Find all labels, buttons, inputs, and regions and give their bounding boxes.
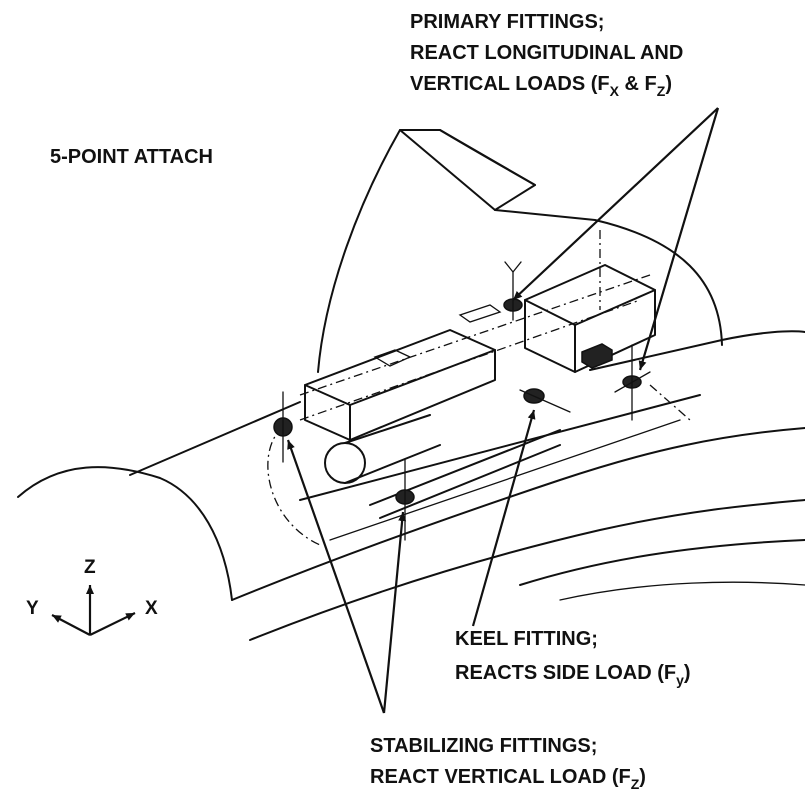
primary-fitting-1-arrow [504,261,522,274]
orbiter-structure [17,129,805,641]
centreline-4 [649,384,691,421]
y-axis-arrow [51,614,91,636]
body-line-1 [231,427,805,601]
tail-fin-top [399,129,536,211]
x-axis-label: X [145,598,158,619]
stabilizing-close: ) [639,766,646,788]
stabilizing-line-2: REACT VERTICAL LOAD (FZ) [370,766,646,792]
keel-leader [471,409,536,627]
small-fitting-box-2 [458,304,502,323]
stabilizing-line-2-prefix: REACT VERTICAL LOAD (F [370,766,631,788]
tail-fin-edge [439,129,536,186]
forward-bulkhead [17,466,233,601]
payload-cylinder-body [344,414,441,484]
small-fitting-box-1 [373,349,412,367]
y-axis-label: Y [26,598,39,619]
primary-fittings-label: PRIMARY FITTINGS; REACT LONGITUDINAL AND… [410,11,683,99]
stabilizer-arc [267,426,321,546]
bay-edge-lower [329,419,681,541]
body-line-4 [559,581,805,601]
primary-close: ) [665,73,672,95]
sill-upper-right [589,330,805,371]
tail-fin-front [317,129,401,373]
primary-fitting-2-axis2 [614,371,651,393]
primary-line-2: REACT LONGITUDINAL AND [410,42,683,64]
bay-edge [299,394,701,501]
keel-fitting-label: KEEL FITTING; REACTS SIDE LOAD (Fy) [455,628,691,688]
tail-fin-aft [494,209,723,346]
payload-small-block [581,343,613,369]
primary-amp: & F [619,73,657,95]
primary-leader-1 [512,107,719,301]
x-axis-arrow [89,612,136,636]
leader-lines [286,107,720,714]
primary-sub-z: Z [657,83,666,99]
payload [267,230,691,546]
stabilizing-line-1: STABILIZING FITTINGS; [370,735,597,757]
centreline-1 [299,274,651,396]
keel-sub-y: y [676,672,684,688]
stabilizing-leader-1 [286,439,386,714]
body-line-2 [249,499,805,641]
fittings [273,261,651,541]
primary-line-3: VERTICAL LOADS (FX & FZ) [410,73,672,99]
primary-leader-2 [638,107,720,371]
primary-line-3-prefix: VERTICAL LOADS (F [410,73,610,95]
keel-line-1: KEEL FITTING; [455,628,598,650]
axis-triad: Z Y X [26,557,158,636]
z-axis-label: Z [84,557,96,578]
centreline-2 [299,299,641,421]
primary-line-1: PRIMARY FITTINGS; [410,11,604,33]
stabilizing-sub-z: Z [631,776,640,792]
stabilizing-fittings-label: STABILIZING FITTINGS; REACT VERTICAL LOA… [370,735,646,792]
sill-upper-left [129,401,301,476]
body-line-3 [519,539,805,586]
stabilizing-leader-2 [382,511,407,714]
primary-sub-x: X [610,83,620,99]
attach-label: 5-POINT ATTACH [50,146,213,168]
keel-line-2-prefix: REACTS SIDE LOAD (F [455,662,676,684]
keel-fitting-axis [519,389,571,413]
keel-close: ) [684,662,691,684]
keel-line-2: REACTS SIDE LOAD (Fy) [455,662,691,688]
